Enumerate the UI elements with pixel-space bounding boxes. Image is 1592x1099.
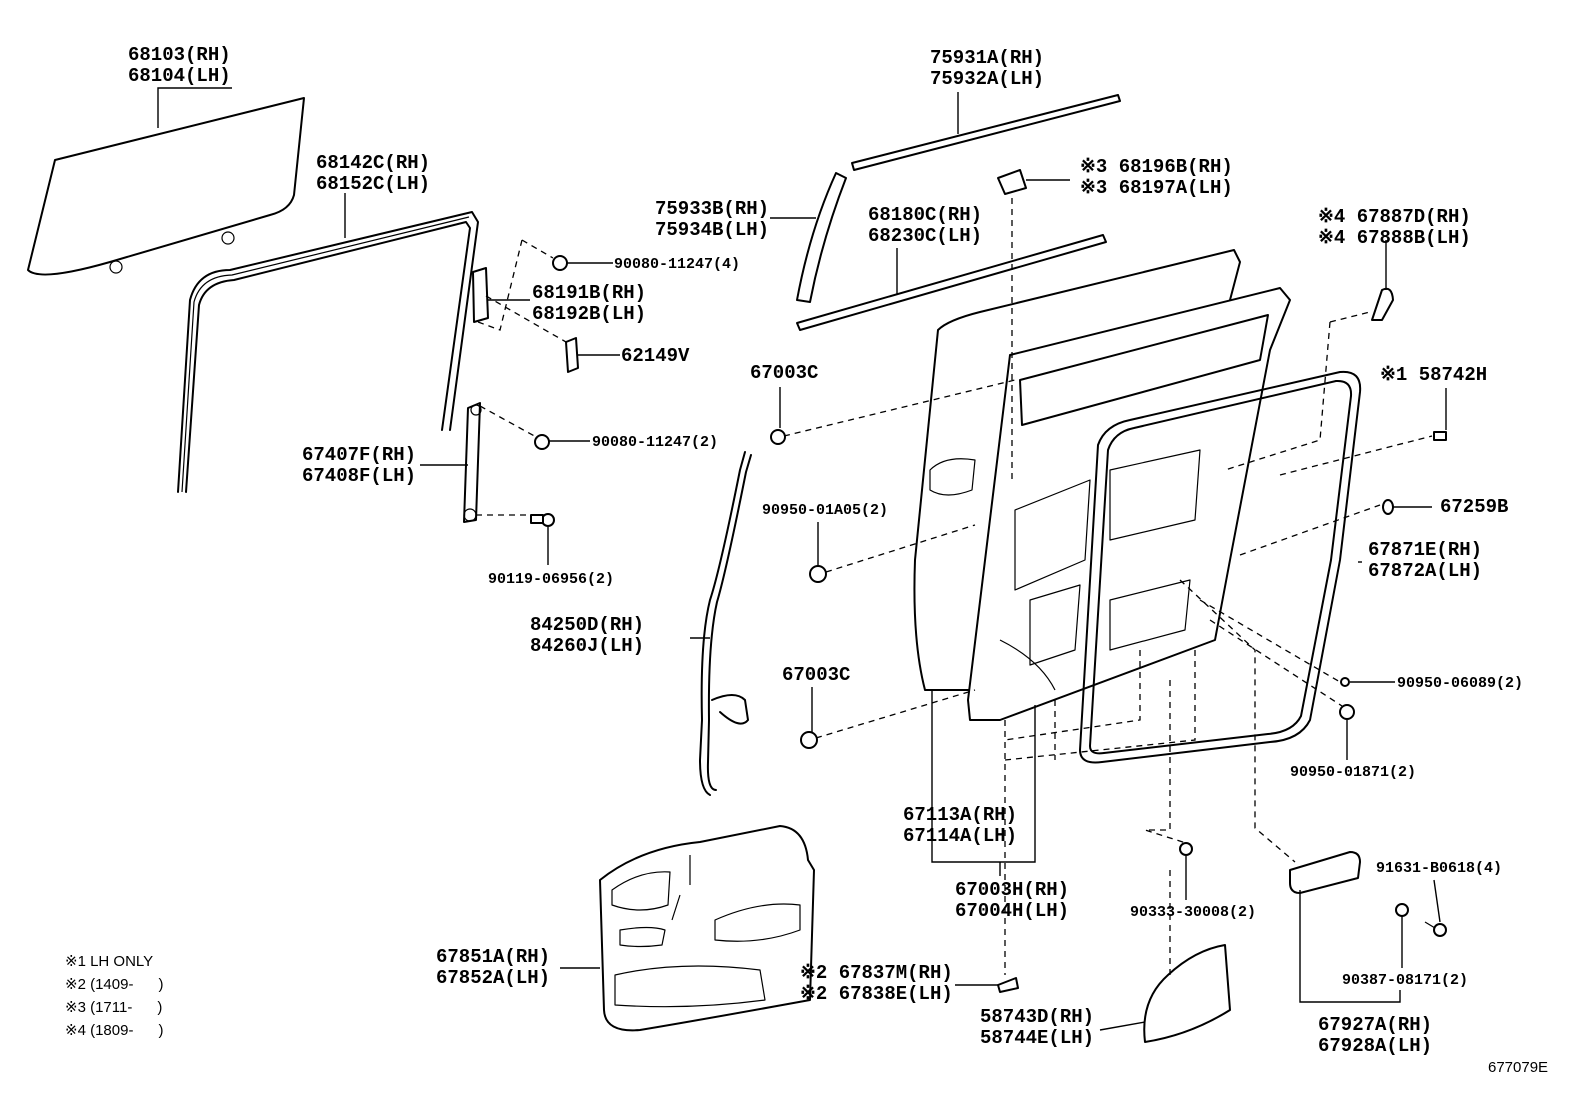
callout-91631-b0618: 91631-B0618(4) xyxy=(1376,860,1502,877)
callout-62149v: 62149V xyxy=(621,345,690,367)
callout-67407f: 67407F(RH)67408F(LH) xyxy=(302,444,416,487)
callout-67003c-bottom: 67003C xyxy=(782,664,850,686)
callout-75933b: 75933B(RH)75934B(LH) xyxy=(655,198,769,241)
callout-90950-06089: 90950-06089(2) xyxy=(1397,675,1523,692)
callout-68142c: 68142C(RH)68152C(LH) xyxy=(316,152,430,195)
frame-moulding-drawing xyxy=(796,172,847,303)
callout-67003h: 67003H(RH)67004H(LH) xyxy=(955,879,1069,922)
glass-run-drawing xyxy=(177,211,479,493)
run-channel-drawing xyxy=(463,402,482,523)
note-3: ※3 (1711- ) xyxy=(65,999,162,1016)
callout-75931a: 75931A(RH)75932A(LH) xyxy=(930,47,1044,90)
screw-drawings xyxy=(530,255,568,527)
callout-67927a: 67927A(RH)67928A(LH) xyxy=(1318,1014,1432,1057)
callout-67837m: ※2 67837M(RH)※2 67838E(LH) xyxy=(800,962,953,1005)
clip-drawings xyxy=(770,169,1447,993)
callout-90080-11247-4: 90080-11247(4) xyxy=(614,256,740,273)
callout-67003c-top: 67003C xyxy=(750,362,818,384)
callout-90333-30008: 90333-30008(2) xyxy=(1130,904,1256,921)
callout-67259b: 67259B xyxy=(1440,496,1508,518)
callout-90080-11247-2: 90080-11247(2) xyxy=(592,434,718,451)
door-glass-drawing xyxy=(27,97,305,276)
callout-labels: 68103(RH)68104(LH) 68142C(RH)68152C(LH) … xyxy=(128,44,1523,1057)
callout-58742h: ※1 58742H xyxy=(1380,364,1487,386)
callout-58743d: 58743D(RH)58744E(LH) xyxy=(980,1006,1094,1049)
callout-67113a: 67113A(RH)67114A(LH) xyxy=(903,804,1017,847)
door-trim-drawing xyxy=(599,825,815,1032)
callout-68191b: 68191B(RH)68192B(LH) xyxy=(532,282,646,325)
callout-90387-08171: 90387-08171(2) xyxy=(1342,972,1468,989)
notes-legend: ※1 LH ONLY ※2 (1409- ) ※3 (1711- ) ※4 (1… xyxy=(65,953,163,1039)
note-1: ※1 LH ONLY xyxy=(65,953,153,970)
weatherstrip-drawing xyxy=(1079,370,1362,764)
callout-68196b: ※3 68196B(RH)※3 68197A(LH) xyxy=(1080,156,1233,199)
callout-68103: 68103(RH)68104(LH) xyxy=(128,44,231,87)
belt-moulding-drawing xyxy=(796,94,1121,331)
division-piece-drawing xyxy=(472,267,579,373)
dashed-links xyxy=(476,198,1433,975)
note-4: ※4 (1809- ) xyxy=(65,1022,163,1039)
callout-67887d: ※4 67887D(RH)※4 67888B(LH) xyxy=(1318,206,1471,249)
callout-84250d: 84250D(RH)84260J(LH) xyxy=(530,614,644,657)
door-panel-drawing xyxy=(913,249,1291,721)
callout-67871e: 67871E(RH)67872A(LH) xyxy=(1368,539,1482,582)
callout-90950-01a05: 90950-01A05(2) xyxy=(762,502,888,519)
callout-67851a: 67851A(RH)67852A(LH) xyxy=(436,946,550,989)
lower-pads-drawing xyxy=(1143,851,1447,1043)
wire-harness-drawing xyxy=(699,451,752,796)
callout-90119-06956: 90119-06956(2) xyxy=(488,571,614,588)
diagram-id: 677079E xyxy=(1488,1059,1548,1076)
leader-lines xyxy=(157,87,1447,1031)
callout-68180c: 68180C(RH)68230C(LH) xyxy=(868,204,982,247)
callout-90950-01871: 90950-01871(2) xyxy=(1290,764,1416,781)
note-2: ※2 (1409- ) xyxy=(65,976,163,993)
